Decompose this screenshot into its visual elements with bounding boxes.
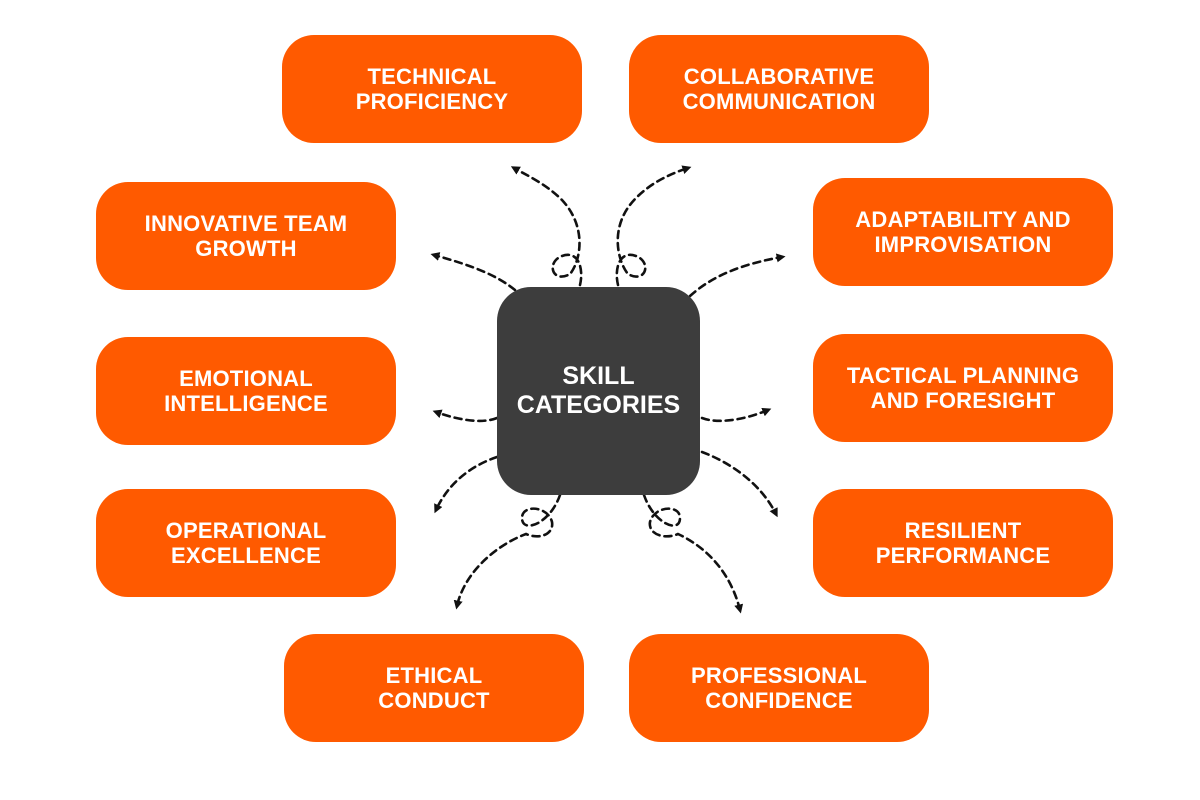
connector-to-emotional (432, 409, 499, 423)
connector-to-resilient (700, 450, 778, 518)
connector-to-ethical (453, 493, 562, 610)
connector-to-innovative (430, 252, 517, 292)
connector-to-technical (510, 166, 583, 287)
connector-to-professional (642, 493, 744, 614)
connector-to-collaborative (615, 165, 692, 287)
connector-to-adaptability (688, 253, 786, 298)
connector-to-operational (434, 455, 499, 514)
connector-to-tactical (700, 407, 772, 423)
